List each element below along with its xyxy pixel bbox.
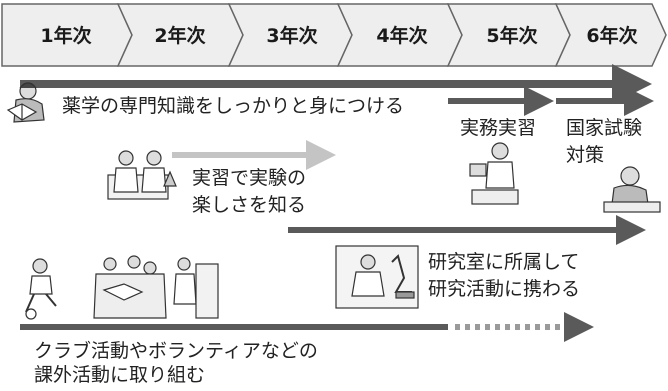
year-label-2: 2年次: [154, 24, 205, 47]
year-label-3: 3年次: [266, 24, 317, 47]
label-research-line2: 研究活動に携わる: [428, 278, 581, 300]
year-label-1: 1年次: [40, 24, 91, 47]
reading-student-icon: [6, 82, 45, 123]
year-chevron-6: 6年次: [554, 3, 667, 67]
year-header: 1年次 2年次 3年次 4年次 5年次 6年次: [1, 3, 667, 67]
year-label-5: 5年次: [486, 24, 537, 47]
label-national-exam-line1: 国家試験: [566, 117, 643, 139]
label-practical-training: 実務実習: [460, 117, 537, 139]
lab-students-icon: [107, 150, 177, 200]
club-activities-icon: [25, 255, 219, 320]
year-label-6: 6年次: [586, 24, 637, 47]
year-chevron-1: 1年次: [1, 3, 133, 67]
label-experiments-line1: 実習で実験の: [192, 167, 307, 189]
label-national-exam-line2: 対策: [566, 144, 605, 166]
label-research-line1: 研究室に所属して: [428, 251, 580, 273]
microscope-researcher-icon: [335, 245, 419, 309]
label-specialized-knowledge: 薬学の専門知識をしっかりと身につける: [62, 95, 405, 117]
label-experiments-line2: 楽しさを知る: [192, 194, 307, 216]
year-label-4: 4年次: [376, 24, 427, 47]
year-chevron-3: 3年次: [227, 3, 353, 67]
label-extracurricular-line2: 課外活動に取り組む: [34, 364, 206, 386]
pharmacist-icon: [469, 142, 519, 205]
studying-student-icon: [603, 166, 661, 213]
year-chevron-2: 2年次: [116, 3, 244, 67]
year-chevron-4: 4年次: [336, 3, 463, 67]
year-chevron-5: 5年次: [446, 3, 571, 67]
label-extracurricular-line1: クラブ活動やボランティアなどの: [34, 340, 318, 362]
